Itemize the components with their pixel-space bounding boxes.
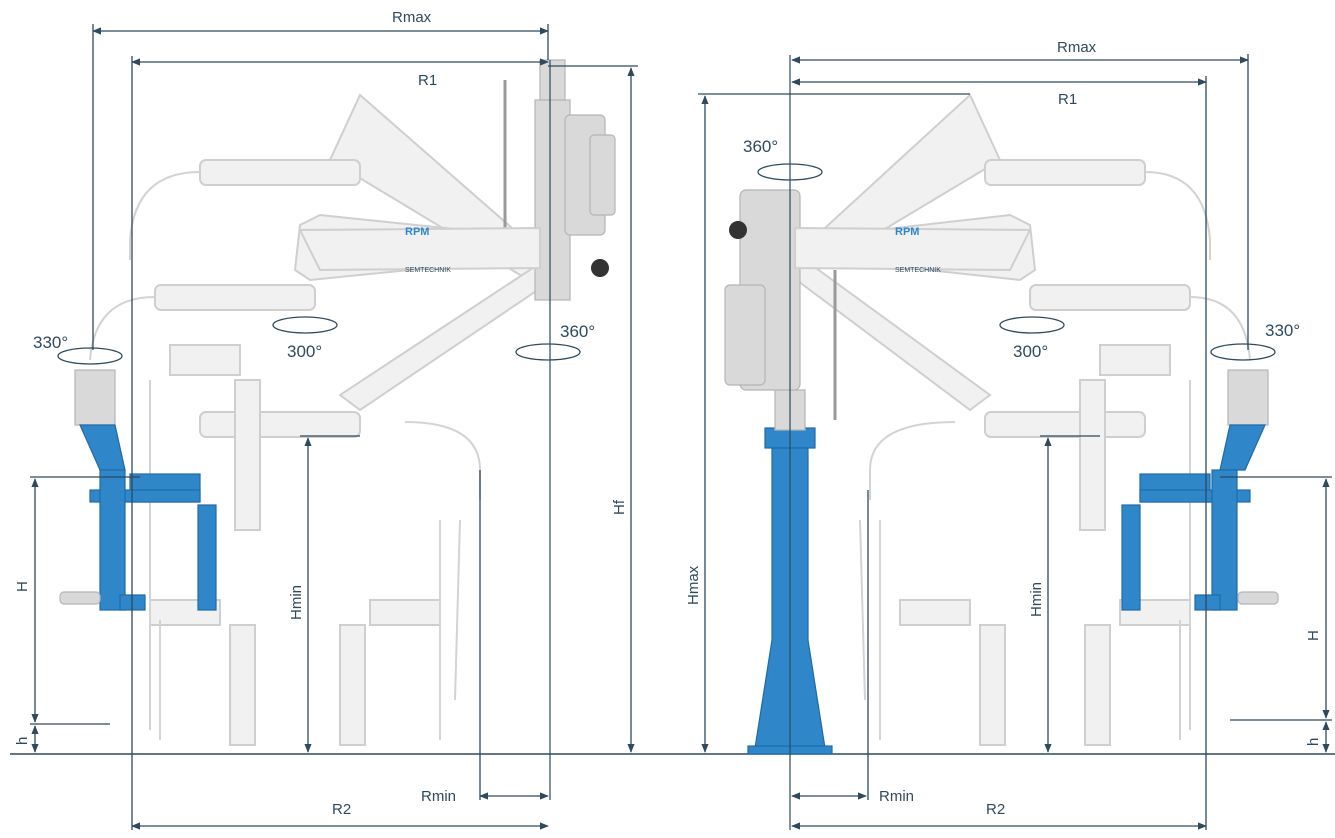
right-rotation-indicators: 360° 300° 330° bbox=[743, 137, 1300, 361]
right-hmax-label: Hmax bbox=[685, 565, 702, 605]
right-blue-gripper bbox=[1121, 369, 1279, 611]
right-main-arm: RPM SEMTECHNIK bbox=[794, 226, 1032, 274]
left-brand-logo: RPM bbox=[405, 226, 429, 238]
right-hmin-label: Hmin bbox=[1028, 582, 1045, 617]
left-hmin-label: Hmin bbox=[288, 585, 305, 620]
right-ghost-arm-positions bbox=[788, 93, 1251, 746]
left-rotation-wrist-label: 330° bbox=[33, 333, 68, 352]
left-rotation-indicators: 330° 300° 360° bbox=[33, 316, 595, 365]
left-r1-label: R1 bbox=[418, 72, 437, 89]
right-dimensions: Rmax R1 R2 Rmin Hmax Hmin H h bbox=[685, 39, 1332, 830]
right-h-upper-label: H bbox=[1305, 630, 1322, 641]
right-r1-label: R1 bbox=[1058, 91, 1077, 108]
left-rmax-label: Rmax bbox=[392, 9, 432, 26]
left-blue-gripper bbox=[59, 369, 217, 611]
right-rotation-wrist-label: 330° bbox=[1265, 321, 1300, 340]
left-rotation-elbow-label: 300° bbox=[287, 342, 322, 361]
left-hf-label: Hf bbox=[611, 499, 628, 515]
left-partner-logo: SEMTECHNIK bbox=[405, 267, 451, 274]
right-r2-label: R2 bbox=[986, 801, 1005, 818]
left-column-head bbox=[503, 59, 616, 301]
right-rotation-base-label: 360° bbox=[743, 137, 778, 156]
right-h-lower-label: h bbox=[1305, 738, 1322, 746]
left-ghost-arm-positions bbox=[89, 93, 562, 746]
right-figure: RPM SEMTECHNIK 360° 300° 330° bbox=[685, 39, 1332, 830]
right-rmax-label: Rmax bbox=[1057, 39, 1097, 56]
left-main-arm: RPM SEMTECHNIK bbox=[298, 226, 541, 274]
right-rotation-elbow-label: 300° bbox=[1013, 342, 1048, 361]
left-rotation-base-label: 360° bbox=[560, 322, 595, 341]
left-figure: RPM SEMTECHNIK 330° 300° 360° bbox=[14, 9, 638, 830]
left-rmin-label: Rmin bbox=[421, 788, 456, 805]
left-h-upper-label: H bbox=[14, 581, 31, 592]
left-h-lower-label: h bbox=[14, 737, 31, 745]
right-brand-logo: RPM bbox=[895, 226, 919, 238]
right-column-head bbox=[724, 189, 837, 420]
right-rmin-label: Rmin bbox=[879, 788, 914, 805]
right-partner-logo: SEMTECHNIK bbox=[895, 267, 941, 274]
left-dimensions: Rmax R1 R2 Rmin Hf Hmin H h bbox=[14, 9, 638, 830]
left-r2-label: R2 bbox=[332, 801, 351, 818]
